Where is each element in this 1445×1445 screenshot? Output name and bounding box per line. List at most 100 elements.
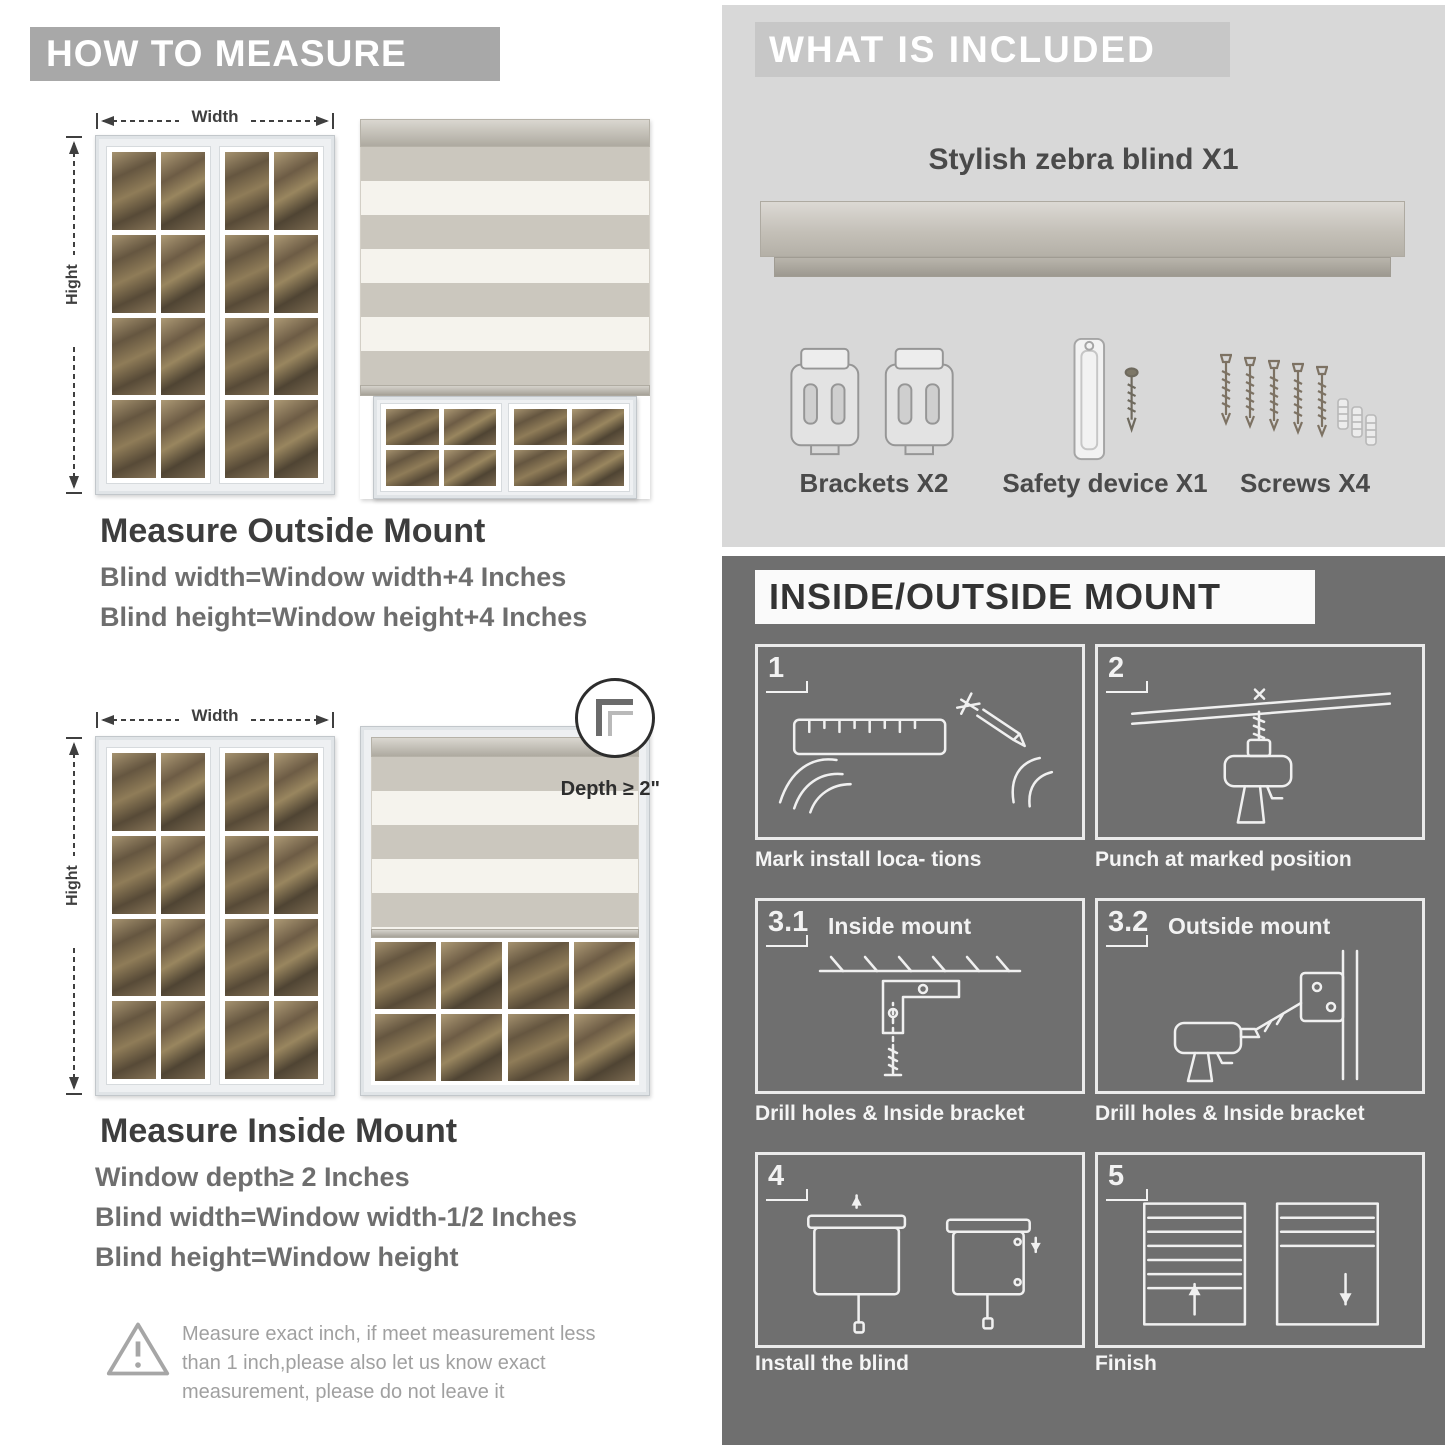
window-pane [441, 942, 502, 1009]
install-blind-icon [764, 1187, 1076, 1339]
window-pane [112, 317, 156, 396]
measure-warning-text: Measure exact inch, if meet measurement … [182, 1323, 596, 1403]
warning-triangle-icon [106, 1322, 170, 1376]
step-caption-3-1: Drill holes & Inside bracket [755, 1102, 1025, 1125]
window-pane [225, 918, 269, 997]
window-pane [386, 450, 439, 486]
window-pane [112, 753, 156, 831]
mount-guide-banner: INSIDE/OUTSIDE MOUNT [755, 570, 1315, 624]
window-pane [274, 234, 318, 313]
step-number: 4 [765, 1160, 809, 1201]
width-label: Width [180, 107, 250, 127]
inside-blind-illustration [360, 726, 650, 1096]
window-pane [274, 400, 318, 478]
window-sash [219, 747, 324, 1085]
window-pane [443, 409, 496, 445]
window-pane [161, 234, 205, 313]
window-pane [225, 1001, 269, 1079]
window-pane [441, 1014, 502, 1081]
window-pane [514, 450, 567, 486]
window-pane [225, 152, 269, 230]
blind-bottomrail [360, 385, 650, 396]
outside-formula-width: Blind width=Window width+4 Inches [100, 562, 567, 592]
window-pane [161, 835, 205, 914]
window-pane [508, 1014, 569, 1081]
outside-mount-heading: Measure Outside Mount [100, 512, 486, 550]
product-title: Stylish zebra blind X1 [928, 143, 1239, 176]
height-label: Hight [64, 856, 82, 916]
width-arrow-icon [96, 712, 334, 728]
height-label: Hight [64, 255, 82, 315]
depth-label: Depth ≥ 2" [560, 778, 660, 800]
step-title: Outside mount [1168, 913, 1331, 939]
what-is-included-banner: WHAT IS INCLUDED [755, 22, 1230, 77]
window-pane [161, 753, 205, 831]
inside-mount-heading: Measure Inside Mount [100, 1112, 458, 1150]
height-arrow-icon [66, 136, 82, 494]
step-number: 3.2 [1105, 906, 1149, 947]
blind-bottomrail [371, 929, 639, 938]
what-is-included-panel: WHAT IS INCLUDED Stylish zebra blind X1 [722, 5, 1445, 547]
window-pane [161, 400, 205, 478]
step-box-1: 1 [755, 644, 1085, 840]
window-sash [106, 747, 211, 1085]
step-box-2: 2 [1095, 644, 1425, 840]
window-pane [274, 918, 318, 997]
step-box-3-1: 3.1 Inside mount [755, 898, 1085, 1094]
window-pane [112, 152, 156, 230]
window-pane [274, 835, 318, 914]
window-illustration [95, 135, 335, 495]
depth-callout-circle [575, 678, 655, 758]
window-pane [225, 317, 269, 396]
window-pane [274, 1001, 318, 1079]
outside-mount-figure: Width Hight [60, 105, 660, 505]
step-caption-2: Punch at marked position [1095, 848, 1352, 871]
window-sash [106, 146, 211, 484]
height-arrow-icon [66, 737, 82, 1095]
inside-formula-depth: Window depth≥ 2 Inches [95, 1162, 410, 1192]
step-caption-4: Install the blind [755, 1352, 910, 1375]
window-corner-icon [596, 699, 633, 736]
window-sash [508, 403, 630, 492]
window-glass [371, 938, 639, 1085]
headrail-illustration [760, 201, 1405, 257]
window-pane [112, 835, 156, 914]
step-caption-3-2: Drill holes & Inside bracket [1095, 1102, 1365, 1125]
headrail-lip [774, 257, 1391, 277]
finish-blinds-icon [1104, 1187, 1416, 1339]
window-pane [386, 409, 439, 445]
drill-icon [1104, 679, 1416, 831]
window-below-blind [373, 396, 637, 499]
brackets-label: Brackets X2 [799, 468, 949, 498]
window-pane [112, 1001, 156, 1079]
window-illustration [95, 736, 335, 1096]
safety-device-label: Safety device X1 [1002, 468, 1208, 498]
window-pane [574, 1014, 635, 1081]
width-label: Width [180, 706, 250, 726]
window-pane [443, 450, 496, 486]
window-pane [375, 942, 436, 1009]
blind-stripes [371, 757, 639, 929]
outside-blind-illustration [360, 119, 650, 499]
step-title: Inside mount [828, 913, 972, 939]
window-sash [219, 146, 324, 484]
outside-bracket-icon [1104, 945, 1416, 1085]
window-pane [225, 835, 269, 914]
inside-mount-figure: Width Hight [60, 690, 660, 1110]
blind-stripes [360, 147, 650, 385]
window-pane [225, 400, 269, 478]
window-pane [571, 409, 624, 445]
step-caption-1: Mark install loca- tions [755, 848, 982, 871]
window-pane [112, 400, 156, 478]
window-pane [375, 1014, 436, 1081]
step-caption-5: Finish [1095, 1352, 1157, 1375]
step-box-5: 5 [1095, 1152, 1425, 1348]
screws-icon [1219, 353, 1377, 446]
window-pane [225, 234, 269, 313]
window-pane [571, 450, 624, 486]
step-number: 1 [765, 652, 809, 693]
width-arrow-icon [96, 113, 334, 129]
how-to-measure-banner: HOW TO MEASURE [30, 27, 500, 81]
brackets-icon [790, 347, 954, 456]
step-box-3-2: 3.2 Outside mount [1095, 898, 1425, 1094]
